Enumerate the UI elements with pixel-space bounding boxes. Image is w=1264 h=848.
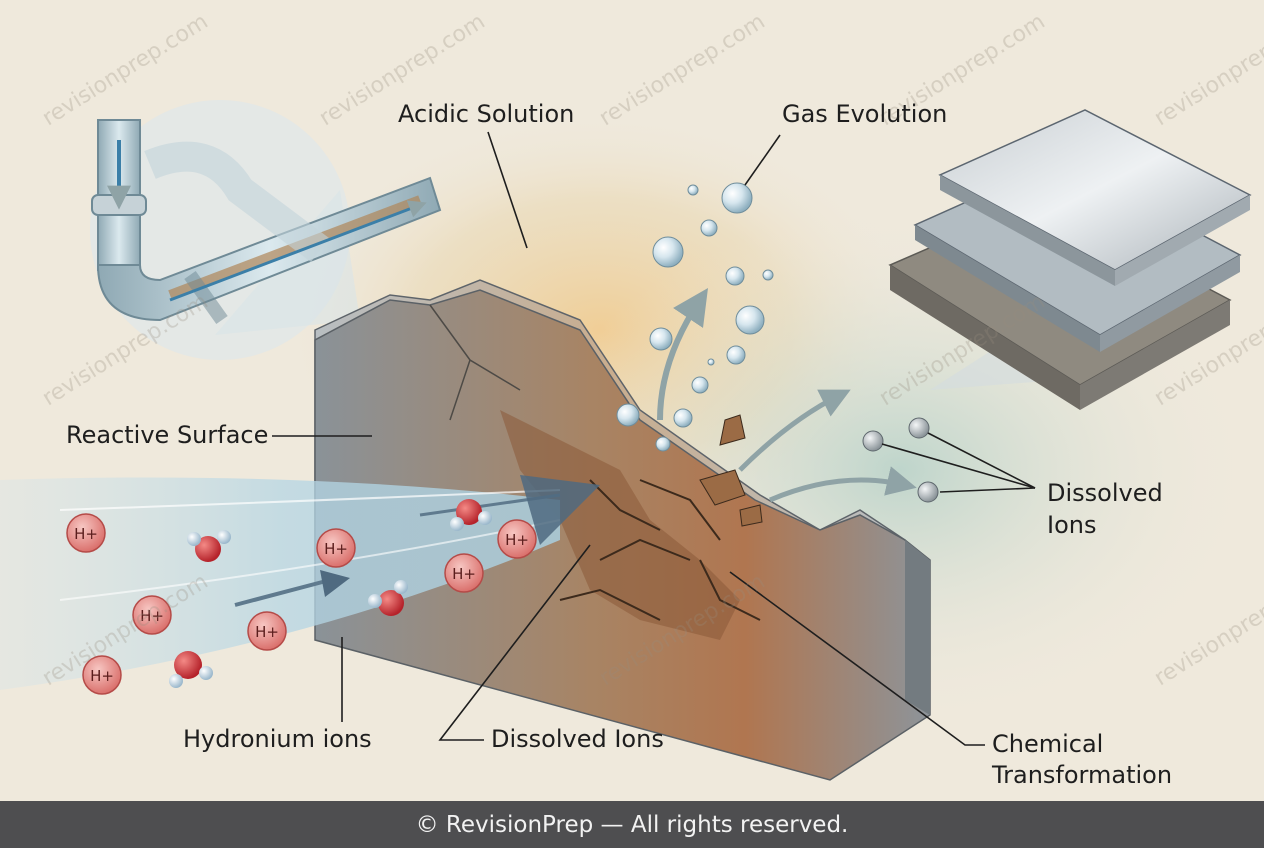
h-ion: H+ — [66, 513, 106, 553]
water-molecules — [169, 499, 492, 688]
label-acidic-solution: Acidic Solution — [398, 100, 575, 128]
h-ion: H+ — [444, 553, 484, 593]
leader-acidic-solution — [487, 131, 528, 249]
h-ion: H+ — [82, 655, 122, 695]
h-ion: H+ — [247, 611, 287, 651]
leader-chemical-transformation — [729, 571, 985, 746]
label-reactive-surface: Reactive Surface — [66, 421, 269, 449]
leader-gas-evolution — [744, 134, 781, 186]
svg-text:H+: H+ — [140, 607, 164, 625]
leader-dissolved-right-b — [927, 432, 1036, 489]
leader-dissolved-bottom — [438, 544, 591, 741]
metal-layers-inset — [888, 109, 1252, 410]
h-ion: H+ — [316, 528, 356, 568]
pipe-flow-arrow-right — [169, 200, 427, 302]
svg-text:H+: H+ — [90, 667, 114, 685]
svg-text:H+: H+ — [452, 565, 476, 583]
svg-text:H+: H+ — [505, 531, 529, 549]
gas-flow-arrow — [657, 288, 708, 421]
leader-lines — [272, 131, 1036, 746]
hydronium-flow — [0, 475, 600, 690]
gas-bubbles — [616, 182, 774, 452]
label-chemical-transformation-line2: Transformation — [992, 761, 1173, 789]
footer-copyright: © RevisionPrep — All rights reserved. — [0, 801, 1264, 848]
svg-text:H+: H+ — [255, 623, 279, 641]
flow-arrow-lower — [234, 578, 331, 607]
label-gas-evolution: Gas Evolution — [782, 100, 948, 128]
label-dissolved-ions-right-line2: Ions — [1047, 511, 1097, 539]
label-dissolved-ions-right-line1: Dissolved — [1047, 479, 1163, 507]
pipe-inset — [90, 100, 442, 360]
svg-text:H+: H+ — [324, 540, 348, 558]
label-hydronium-ions: Hydronium ions — [183, 725, 372, 753]
label-dissolved-ions-bottom: Dissolved Ions — [491, 725, 664, 753]
leader-dissolved-right-a — [881, 443, 1036, 489]
dissolved-flow-arrow-2 — [769, 466, 917, 503]
svg-text:H+: H+ — [74, 525, 98, 543]
h-ion: H+ — [497, 519, 537, 559]
dissolved-ions-particles — [862, 417, 939, 503]
metal-block — [314, 279, 931, 781]
dissolved-flow-arrow-1 — [738, 389, 851, 472]
hydrogen-ions: H+ H+ H+ H+ H+ H+ H+ — [66, 513, 537, 695]
h-ion: H+ — [132, 595, 172, 635]
leader-dissolved-right-c — [939, 487, 1036, 493]
label-chemical-transformation-line1: Chemical — [992, 730, 1104, 758]
